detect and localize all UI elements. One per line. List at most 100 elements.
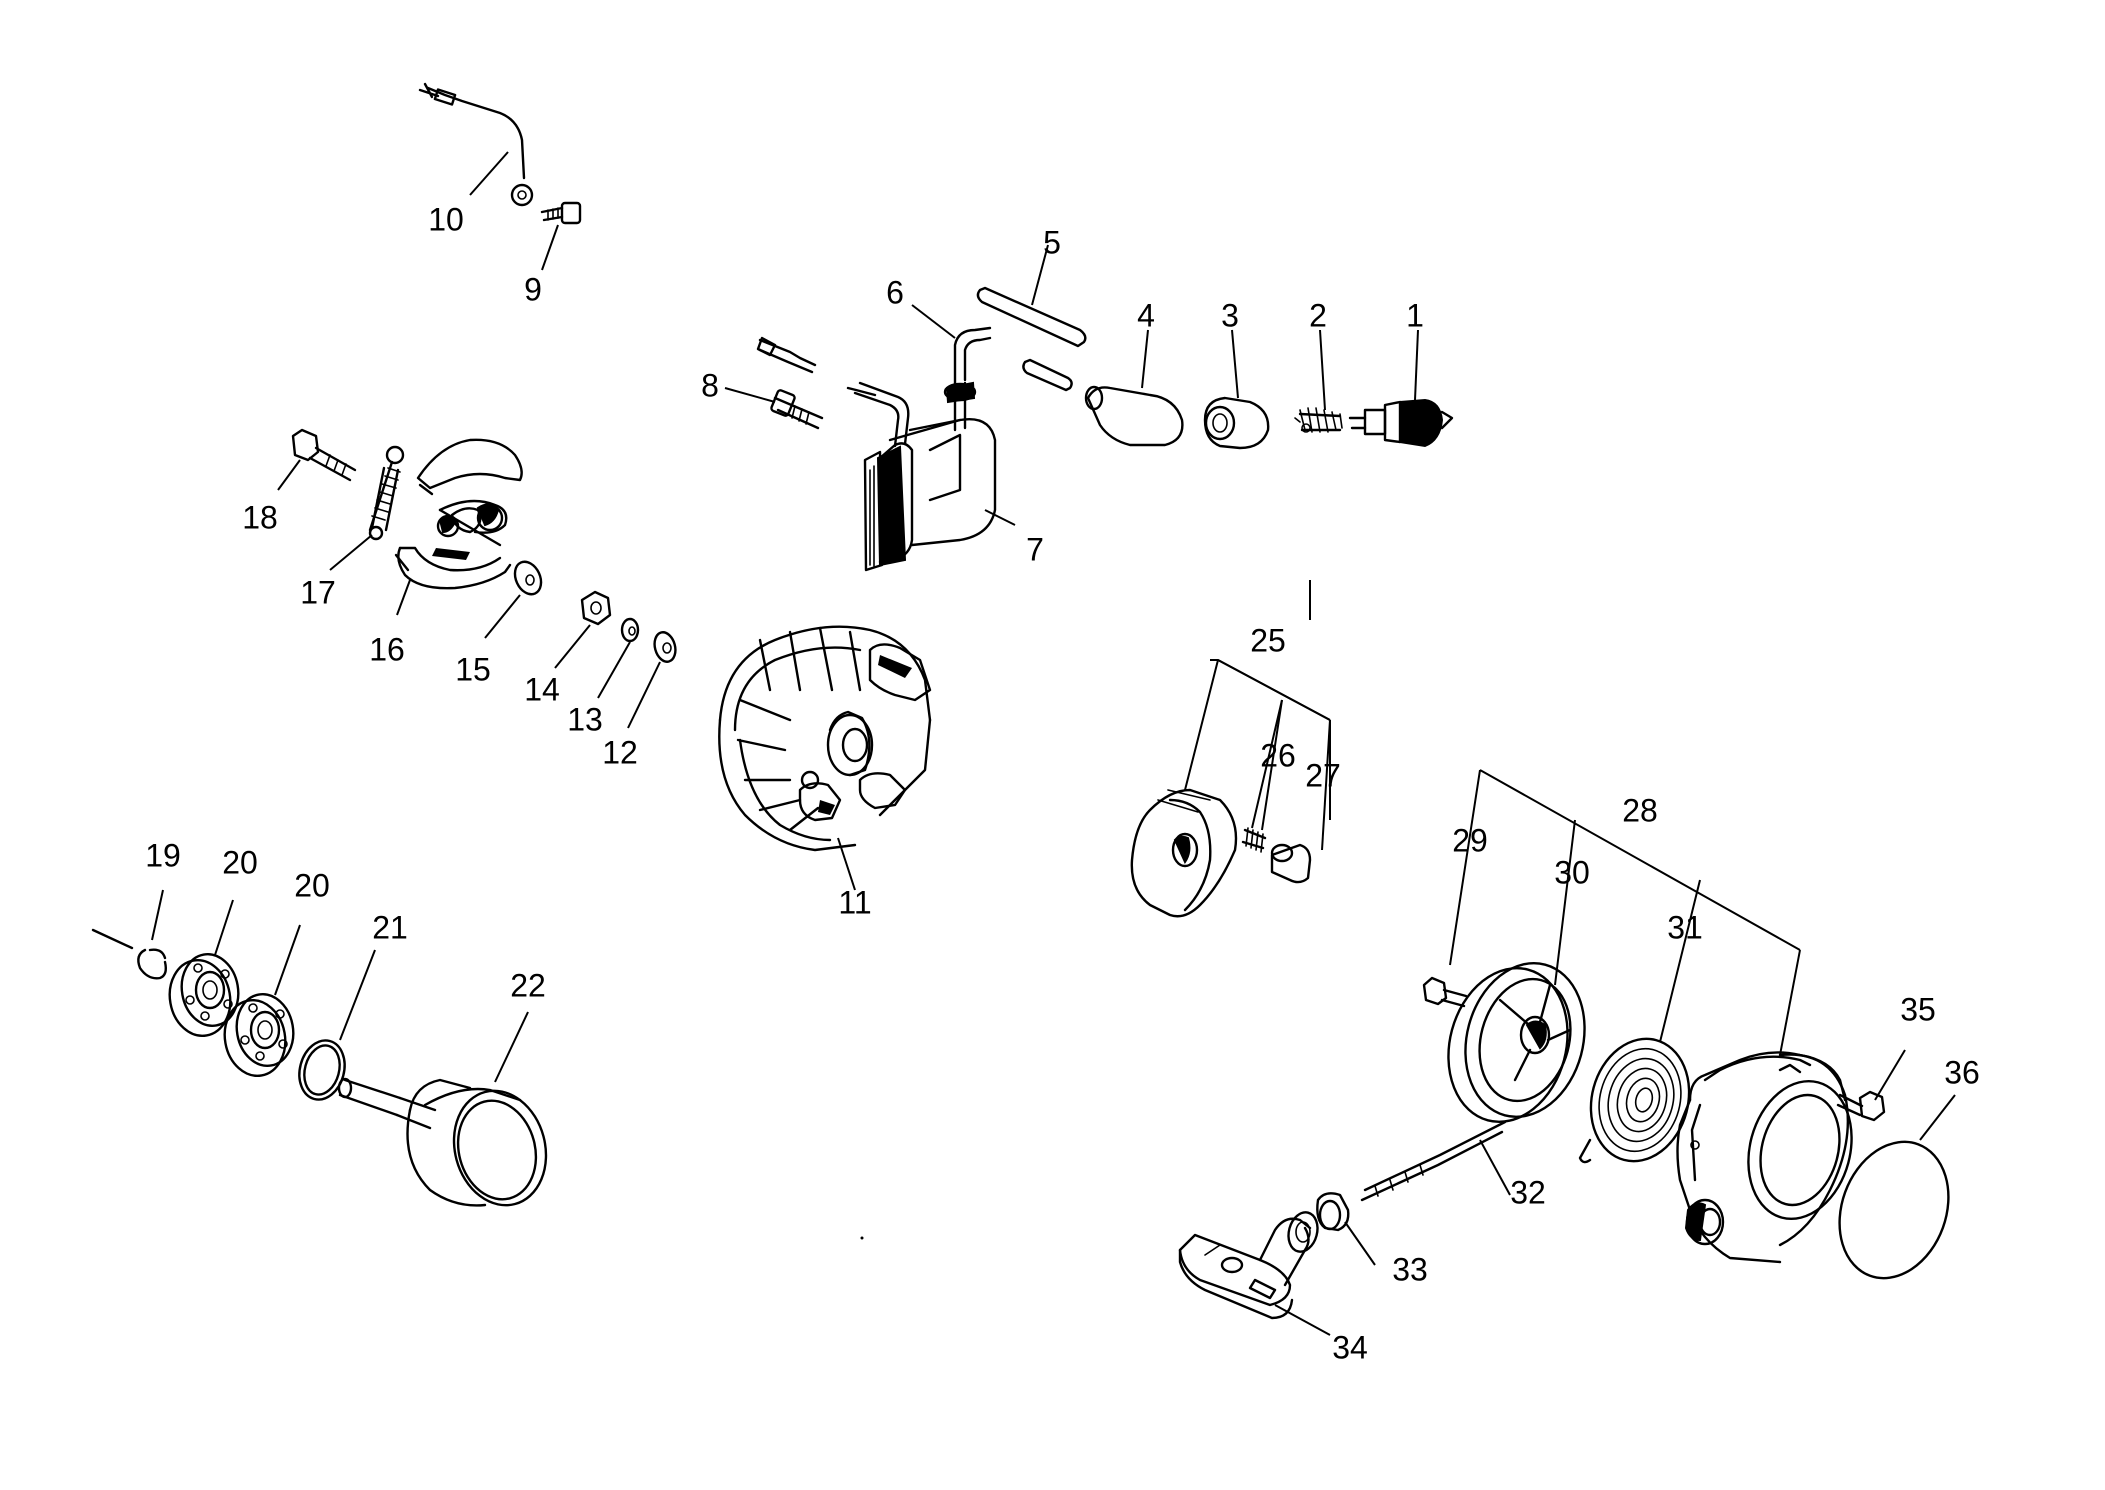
part-12-washer	[653, 631, 677, 663]
leader-12	[627, 661, 661, 729]
part-2-spring	[1294, 407, 1343, 433]
part-17-spring	[368, 445, 405, 541]
label-10: 10	[428, 201, 464, 237]
part-32-rope	[1360, 1120, 1507, 1202]
part-labels: 1 2 3 4 5 6 7 8 9 10 11 12 13 14 15 16 1…	[145, 201, 1980, 1365]
leader-34	[1274, 1304, 1331, 1336]
label-27: 27	[1305, 757, 1341, 793]
part-36-gasket	[1838, 1140, 1950, 1280]
part-22-clutch-drum	[337, 1077, 548, 1207]
label-30: 30	[1554, 854, 1590, 890]
label-26: 26	[1260, 737, 1296, 773]
part-26-spring	[1241, 827, 1267, 853]
part-33-rope-guide	[1316, 1192, 1350, 1232]
label-32: 32	[1510, 1174, 1546, 1210]
leader-28	[1449, 769, 1801, 1043]
label-22: 22	[510, 967, 546, 1003]
label-19: 19	[145, 837, 181, 873]
leader-16	[396, 579, 411, 616]
label-12: 12	[602, 734, 638, 770]
part-18-bolt	[291, 428, 357, 482]
part-27-plug	[1270, 843, 1312, 884]
label-6: 6	[886, 274, 904, 310]
label-16: 16	[369, 631, 405, 667]
part-13-lock-washer	[620, 617, 640, 643]
speck	[860, 1236, 864, 1240]
leader-14	[554, 624, 591, 669]
part-10-lead-wire	[418, 82, 534, 207]
label-17: 17	[300, 574, 336, 610]
label-36: 36	[1944, 1054, 1980, 1090]
part-9-screw	[540, 201, 582, 225]
part-4-boot	[1084, 385, 1184, 447]
label-20b: 20	[294, 867, 330, 903]
label-31: 31	[1667, 909, 1703, 945]
label-25: 25	[1250, 622, 1286, 658]
leader-4	[1141, 329, 1149, 389]
part-6-short-pipe	[1022, 358, 1073, 392]
leader-33	[1344, 1221, 1376, 1266]
leader-35	[1874, 1049, 1906, 1101]
part-29-bolt	[1422, 976, 1468, 1008]
part-3-cap	[1203, 396, 1270, 450]
part-20-bearing-b	[223, 993, 295, 1077]
leader-11	[837, 837, 856, 891]
part-19-circlip	[91, 928, 168, 980]
leader-6	[911, 304, 956, 339]
leader-lines	[151, 151, 1956, 1336]
label-11: 11	[838, 884, 871, 920]
part-30-pulley	[1447, 961, 1586, 1124]
part-16-clutch-shoe	[394, 438, 523, 590]
part-35-screw	[1836, 1090, 1886, 1122]
label-13: 13	[567, 701, 603, 737]
leader-2	[1319, 329, 1326, 411]
label-20a: 20	[222, 844, 258, 880]
label-35: 35	[1900, 991, 1936, 1027]
leader-9	[541, 224, 559, 271]
leader-21	[339, 949, 376, 1041]
part-7-ignition-coil	[756, 326, 997, 572]
label-18: 18	[242, 499, 278, 535]
leader-5	[1031, 244, 1049, 306]
leader-32	[1479, 1139, 1511, 1196]
leader-1	[1414, 329, 1419, 401]
label-21: 21	[372, 909, 408, 945]
label-5: 5	[1043, 224, 1061, 260]
leader-17	[329, 534, 373, 571]
part-31-recoil-spring	[1578, 1037, 1691, 1164]
part-1-spark-plug	[1348, 398, 1454, 448]
label-14: 14	[524, 671, 560, 707]
part-6-tube	[846, 386, 877, 397]
part-28-starter-case	[1676, 1051, 1853, 1264]
label-8: 8	[701, 367, 719, 403]
leader-36	[1919, 1094, 1956, 1141]
leader-3	[1231, 329, 1239, 399]
part-21-snap-ring	[298, 1039, 346, 1101]
leader-10	[469, 151, 509, 196]
part-14-nut	[580, 590, 612, 626]
part-5-pipe	[976, 286, 1087, 348]
label-1: 1	[1406, 297, 1424, 333]
label-15: 15	[455, 651, 491, 687]
part-8-screw	[770, 389, 824, 430]
part-25-module	[1130, 788, 1238, 918]
leader-20a	[214, 899, 234, 956]
leader-18	[277, 459, 301, 491]
leader-13	[597, 641, 631, 699]
leader-8	[724, 387, 776, 403]
leader-19	[151, 889, 164, 941]
label-28: 28	[1622, 792, 1658, 828]
leader-28-case	[1779, 949, 1801, 1056]
leader-7	[984, 509, 1016, 526]
leader-27	[1321, 719, 1331, 851]
label-3: 3	[1221, 297, 1239, 333]
part-15-washer	[513, 560, 543, 596]
label-9: 9	[524, 271, 542, 307]
part-20-bearing-a	[168, 953, 240, 1037]
leader-25-bracket	[1210, 659, 1331, 721]
label-4: 4	[1137, 297, 1155, 333]
leader-15	[484, 594, 521, 639]
leader-20b	[274, 924, 301, 996]
label-7: 7	[1026, 531, 1044, 567]
